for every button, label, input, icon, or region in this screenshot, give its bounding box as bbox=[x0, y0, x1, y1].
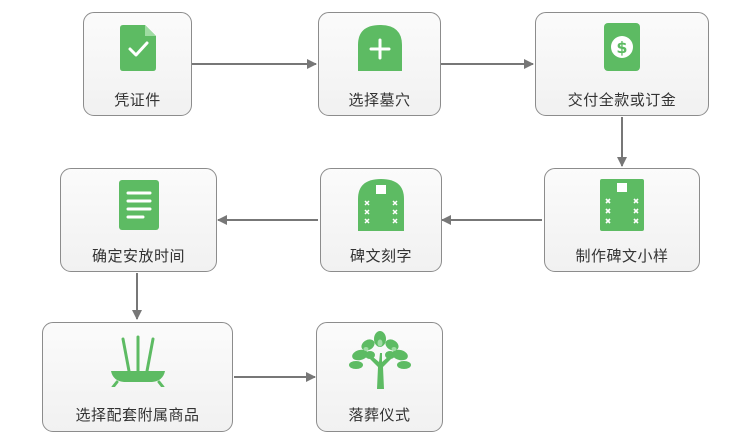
step-engraving: 碑文刻字 bbox=[320, 168, 442, 272]
step-epitaph-sample-label: 制作碑文小样 bbox=[575, 247, 669, 265]
tombstone-plus-icon bbox=[357, 25, 402, 71]
step-select-grave-label: 选择墓穴 bbox=[348, 91, 411, 109]
step-epitaph-sample: 制作碑文小样 bbox=[544, 168, 700, 272]
step-ceremony-label: 落葬仪式 bbox=[348, 406, 411, 424]
svg-text:$: $ bbox=[616, 38, 627, 57]
step-voucher: 凭证件 bbox=[83, 12, 192, 116]
step-select-grave: 选择墓穴 bbox=[318, 12, 441, 116]
step-schedule-label: 确定安放时间 bbox=[91, 247, 185, 265]
step-engraving-label: 碑文刻字 bbox=[349, 247, 412, 265]
step-schedule: 确定安放时间 bbox=[60, 168, 217, 272]
step-payment-label: 交付全款或订金 bbox=[567, 91, 677, 109]
incense-burner-icon bbox=[110, 335, 165, 387]
step-accessories: 选择配套附属商品 bbox=[42, 322, 233, 432]
engraved-tombstone-icon bbox=[358, 179, 404, 231]
stele-sample-icon bbox=[600, 179, 644, 231]
step-accessories-label: 选择配套附属商品 bbox=[75, 406, 200, 424]
step-voucher-label: 凭证件 bbox=[114, 91, 161, 109]
step-ceremony: 落葬仪式 bbox=[316, 322, 443, 432]
money-card-icon: $ bbox=[604, 23, 640, 71]
document-check-icon bbox=[119, 25, 156, 71]
tree-icon bbox=[348, 331, 411, 389]
step-payment: $ 交付全款或订金 bbox=[535, 12, 709, 116]
notes-document-icon bbox=[118, 180, 159, 230]
